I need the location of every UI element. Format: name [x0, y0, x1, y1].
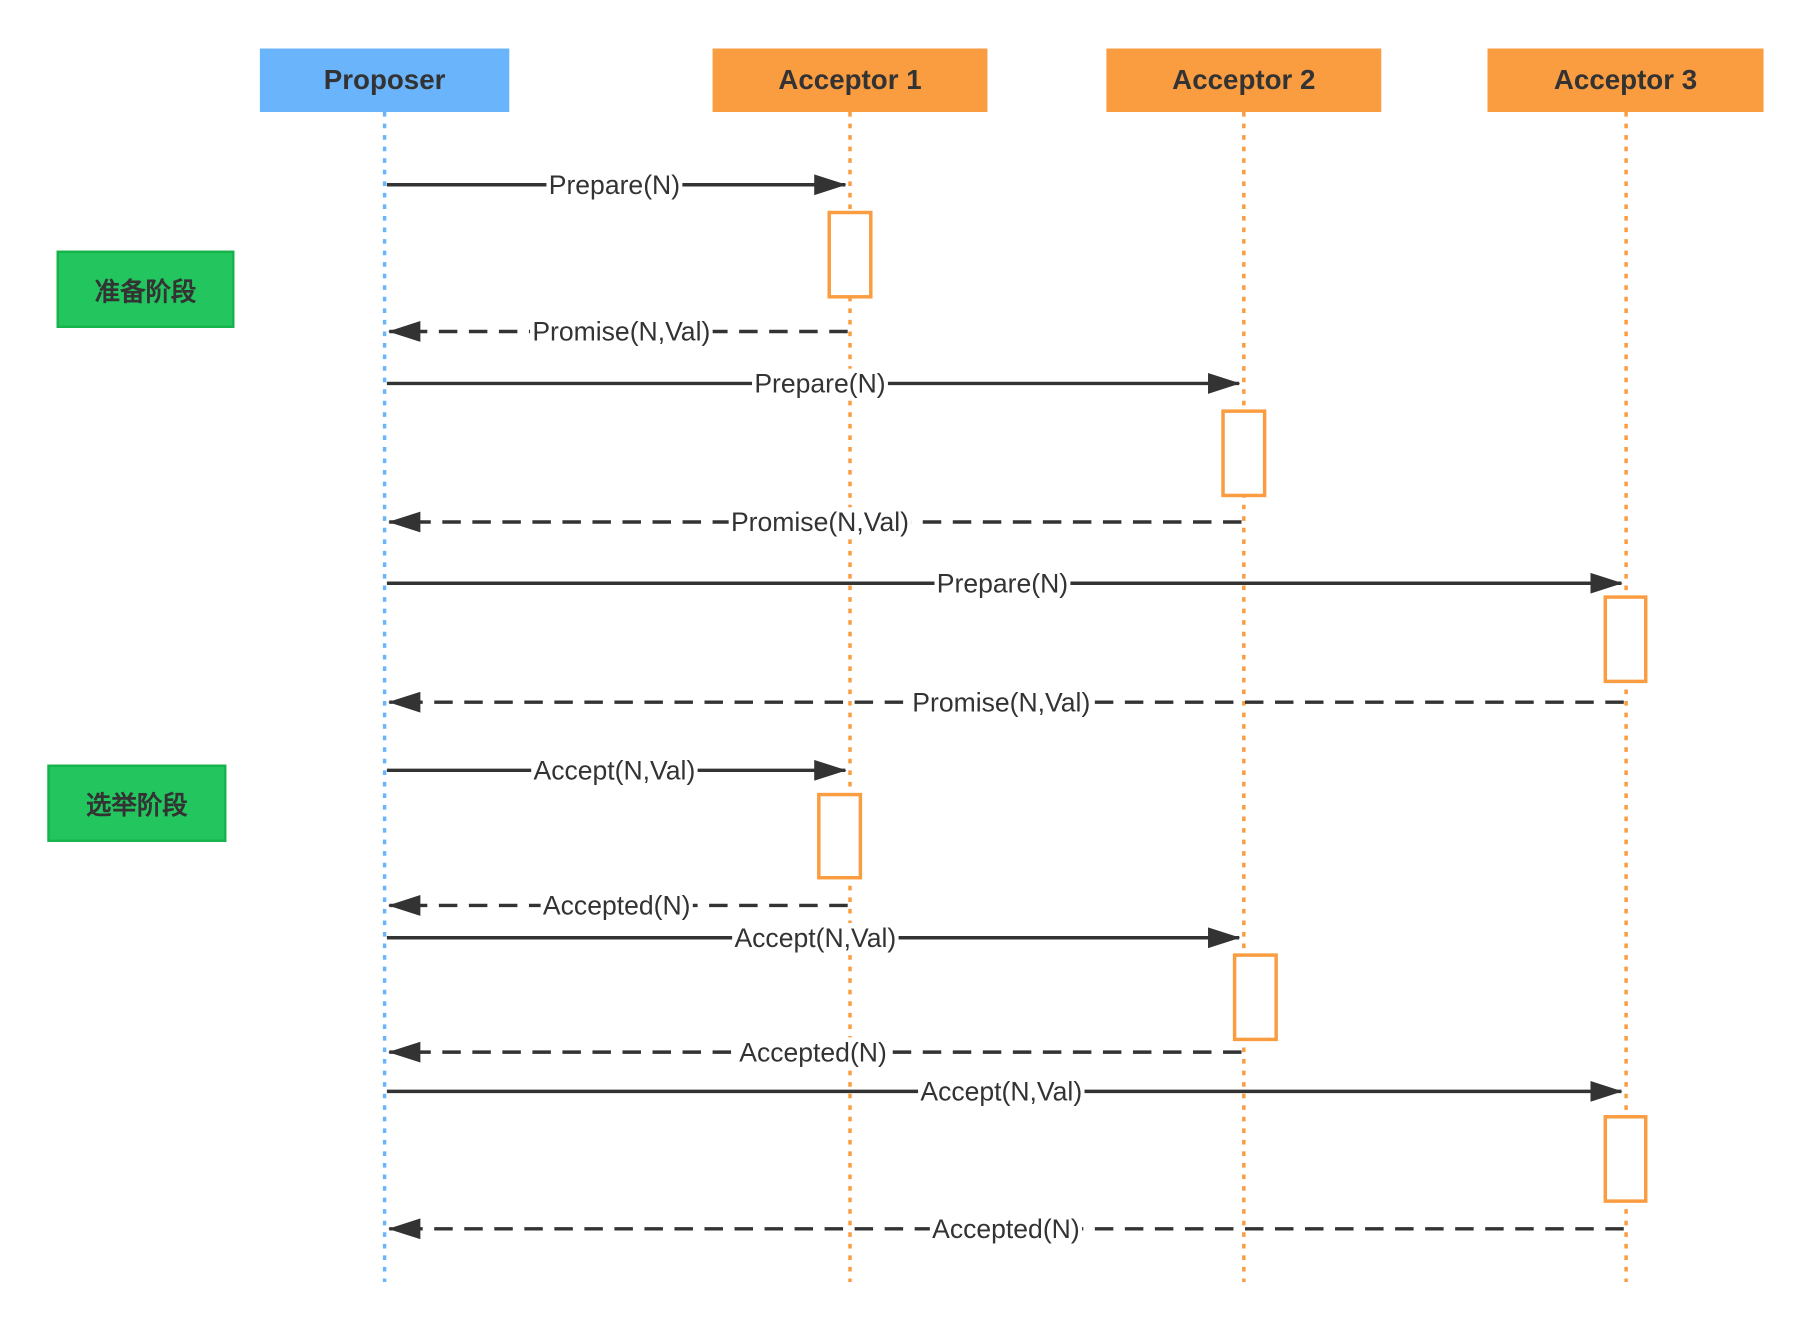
- message: Accept(N,Val): [386, 1076, 1623, 1107]
- message: Accepted(N): [388, 1214, 1624, 1245]
- message-label: Accepted(N): [739, 1037, 887, 1067]
- activation-boxes: [817, 210, 1648, 1203]
- message-label: Promise(N,Val): [532, 317, 710, 347]
- message: Prepare(N): [386, 170, 847, 201]
- participant-label: Proposer: [323, 64, 446, 96]
- message: Prepare(N): [386, 368, 1241, 399]
- phase-elect: 选举阶段: [47, 764, 227, 842]
- message: Accept(N,Val): [386, 755, 847, 786]
- message: Promise(N,Val): [388, 687, 1624, 718]
- message-label: Accept(N,Val): [734, 923, 896, 953]
- message: Promise(N,Val): [388, 507, 1242, 538]
- participant-proposer: Proposer: [259, 48, 510, 113]
- participant-acceptor-3: Acceptor 3: [1487, 48, 1764, 113]
- participant-acceptor-2: Acceptor 2: [1106, 48, 1382, 113]
- label-background: [540, 890, 693, 921]
- message: Accepted(N): [388, 890, 848, 921]
- message-label: Accepted(N): [543, 891, 691, 921]
- label-background: [546, 170, 683, 201]
- message-label: Promise(N,Val): [912, 687, 1090, 717]
- message-label: Accept(N,Val): [534, 756, 696, 786]
- participant-label: Acceptor 3: [1553, 64, 1698, 96]
- activation-box: [1221, 409, 1267, 498]
- message: Promise(N,Val): [388, 316, 848, 347]
- message: Prepare(N): [386, 568, 1623, 599]
- label-background: [728, 507, 912, 538]
- activation-box: [817, 792, 863, 880]
- activation-box: [827, 210, 873, 299]
- label-background: [732, 923, 899, 954]
- phase-label: 选举阶段: [86, 791, 188, 821]
- phase-prepare: 准备阶段: [56, 250, 235, 328]
- activation-box: [1603, 1115, 1648, 1203]
- label-background: [530, 316, 713, 347]
- label-background: [934, 568, 1071, 599]
- label-background: [531, 755, 698, 786]
- label-background: [736, 1037, 890, 1068]
- message-label: Accepted(N): [932, 1214, 1080, 1244]
- message-label: Prepare(N): [937, 568, 1068, 598]
- participant-label: Acceptor 1: [778, 64, 922, 96]
- messages: Prepare(N) Promise(N,Val) Prepare(N) Promis…: [386, 170, 1624, 1245]
- message: Accepted(N): [388, 1037, 1242, 1068]
- phase-label: 准备阶段: [94, 277, 197, 307]
- label-background: [909, 687, 1093, 718]
- activation-box: [1232, 953, 1278, 1042]
- activation-box: [1603, 595, 1648, 684]
- message-label: Accept(N,Val): [920, 1077, 1082, 1107]
- message: Accept(N,Val): [386, 923, 1241, 954]
- participant-acceptor-1: Acceptor 1: [712, 48, 988, 113]
- label-background: [929, 1214, 1083, 1245]
- label-background: [918, 1076, 1085, 1107]
- participant-label: Acceptor 2: [1172, 64, 1316, 96]
- message-label: Prepare(N): [754, 369, 885, 399]
- message-label: Promise(N,Val): [731, 507, 909, 537]
- label-background: [752, 368, 888, 399]
- message-label: Prepare(N): [549, 170, 680, 200]
